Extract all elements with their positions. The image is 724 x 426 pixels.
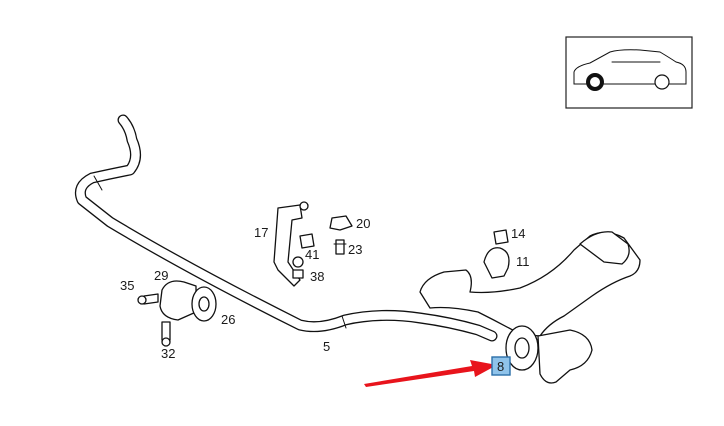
part-label-11: 11 — [516, 254, 530, 269]
part-label-29: 29 — [154, 268, 168, 283]
part-label-41: 41 — [305, 247, 319, 262]
axle-carrier — [419, 231, 641, 384]
part-label-14: 14 — [511, 226, 525, 241]
stabilizer-bar — [74, 114, 498, 342]
car-front-wheel-locator-icon — [573, 49, 687, 91]
part-label-38: 38 — [310, 269, 324, 284]
car-locator-inset — [565, 36, 693, 109]
part-label-8: 8 — [497, 359, 504, 374]
highlight-box-part-8[interactable] — [491, 356, 511, 376]
part-label-17: 17 — [254, 225, 268, 240]
part-label-32: 32 — [161, 346, 175, 361]
highlight-arrow — [364, 360, 497, 387]
clamp-bushing-assembly — [137, 280, 217, 347]
part-label-20: 20 — [356, 216, 370, 231]
part-label-23: 23 — [348, 242, 362, 257]
clamp-11-assembly — [483, 229, 510, 279]
bracket-assembly — [273, 201, 353, 287]
part-label-26: 26 — [221, 312, 235, 327]
part-label-5: 5 — [323, 339, 330, 354]
part-label-35: 35 — [120, 278, 134, 293]
